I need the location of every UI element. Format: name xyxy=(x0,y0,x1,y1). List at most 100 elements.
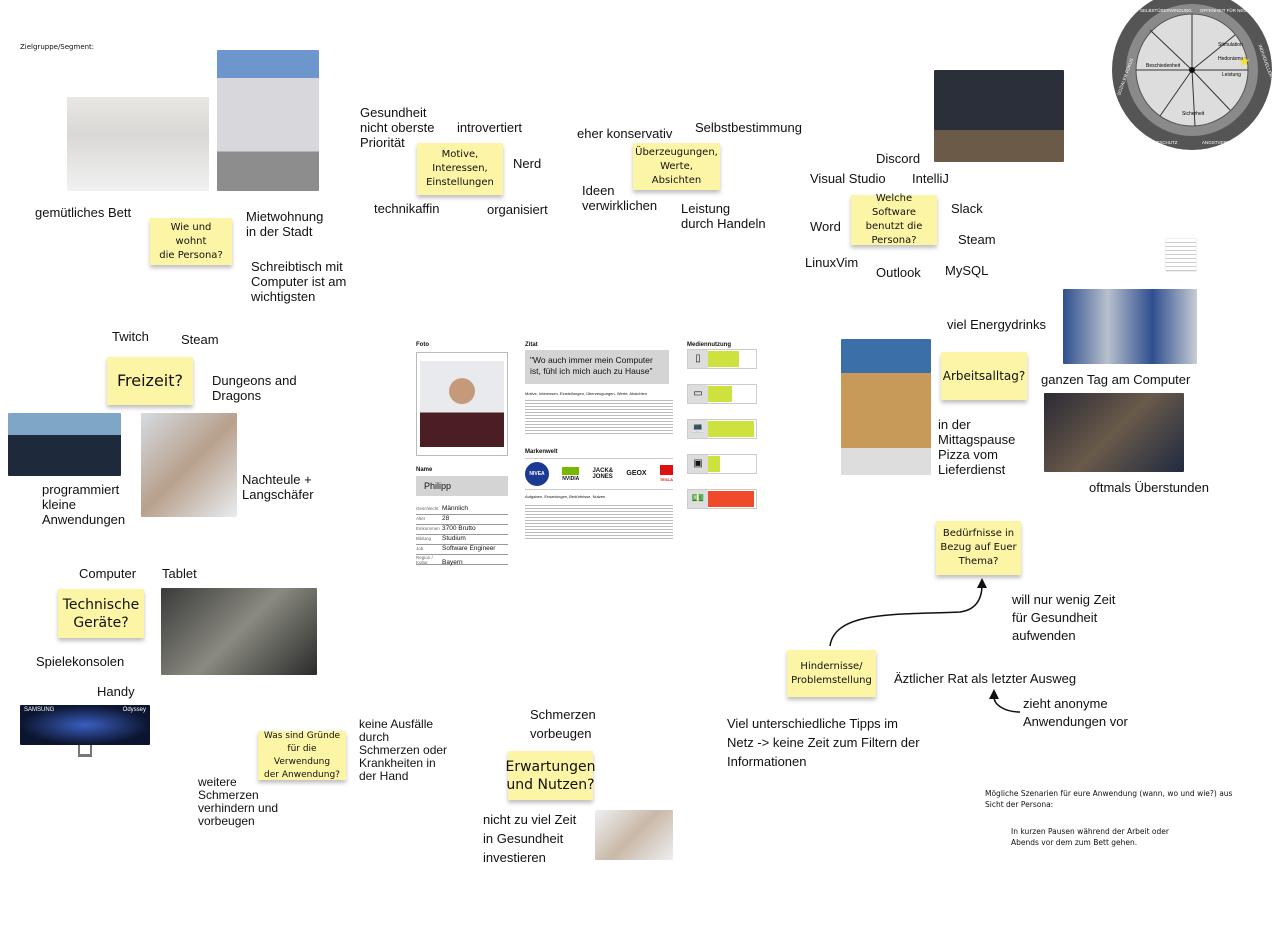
tesla-logo: TESLA xyxy=(659,465,673,483)
note: zieht anonyme Anwendungen vor xyxy=(1023,696,1128,729)
note: Mietwohnung in der Stadt xyxy=(246,209,324,239)
name-label: Name xyxy=(416,467,433,473)
media-usage-fill xyxy=(708,491,754,507)
tv-icon: ▣ xyxy=(688,455,708,473)
note: Outlook xyxy=(876,265,921,280)
note: weitere Schmerzen verhindern und vorbeug… xyxy=(198,775,279,828)
connector-arrow xyxy=(829,584,983,647)
arrowhead-icon xyxy=(989,689,999,699)
media-usage-bar: ▣ xyxy=(687,454,757,474)
sticky-leisure[interactable]: Freizeit? xyxy=(107,357,193,405)
sticky-work[interactable]: Arbeitsalltag? xyxy=(941,352,1027,400)
sticky-living[interactable]: Wie und wohnt die Persona? xyxy=(150,218,232,265)
wheel-label: SELBSTSCHUTZ xyxy=(1142,140,1178,145)
sticky-beliefs[interactable]: Überzeugungen, Werte, Absichten xyxy=(633,143,720,190)
bed-image xyxy=(67,97,209,191)
wheel-label: Sicherheit xyxy=(1182,111,1205,117)
sticky-reasons[interactable]: Was sind Gründe für die Verwendung der A… xyxy=(258,731,346,780)
tablet-icon: ▭ xyxy=(688,385,708,403)
geox-logo: GEOX xyxy=(626,470,647,477)
sticky-needs[interactable]: Bedürfnisse in Bezug auf Euer Thema? xyxy=(936,521,1021,575)
note: Steam xyxy=(958,232,996,247)
note: programmiert kleine Anwendungen xyxy=(42,482,126,527)
zitat-label: Zitat xyxy=(525,342,538,348)
note: Handy xyxy=(97,684,135,699)
sticky-software[interactable]: Welche Software benutzt die Persona? xyxy=(851,193,937,246)
media-usage-bar: 💵 xyxy=(687,489,757,509)
sticky-obstacles[interactable]: Hindernisse/ Problemstellung xyxy=(787,650,876,697)
brands-label: Markenwelt xyxy=(525,449,558,455)
apartment-image xyxy=(217,50,319,191)
sticky-expectations[interactable]: Erwartungen und Nutzen? xyxy=(506,751,596,800)
note: Dungeons and Dragons xyxy=(212,373,297,403)
wheel-label: Leistung xyxy=(1222,72,1241,78)
persona-quote: "Wo auch immer mein Computer ist, fühl i… xyxy=(525,350,669,384)
note: keine Ausfälle durch Schmerzen oder Kran… xyxy=(359,717,448,783)
detail-value: Männlich xyxy=(442,505,469,512)
scenarios-title: Mögliche Szenarien für eure Anwendung (w… xyxy=(985,789,1233,809)
wheel-label: OFFENHEIT FÜR NEUES xyxy=(1200,7,1253,13)
note: Nerd xyxy=(513,156,542,171)
smartphone-icon: ▯ xyxy=(688,350,708,368)
note: oftmals Überstunden xyxy=(1089,480,1209,495)
media-usage-fill xyxy=(708,421,754,437)
document-thumbnail xyxy=(1165,238,1197,272)
wheel-label: SELBSTÜBERWINDUNG xyxy=(1140,7,1192,13)
note: MySQL xyxy=(945,263,989,278)
segment-label: Zielgruppe/Segment: xyxy=(20,43,95,51)
star-icon: ★ xyxy=(1238,53,1251,69)
keyboard-image xyxy=(8,413,121,476)
note: Selbstbestimmung xyxy=(695,120,802,135)
detail-value: Studium xyxy=(442,535,466,542)
note: organisiert xyxy=(487,202,548,217)
values-wheel-image: Beschiedenheit Hedonismus Leistung Stimu… xyxy=(1112,0,1276,150)
note: Leistung durch Handeln xyxy=(681,201,766,231)
motives-paragraph xyxy=(525,398,673,436)
sticky-motives[interactable]: Motive, Interessen, Einstellungen xyxy=(417,143,503,195)
scenarios-text: In kurzen Pausen während der Arbeit oder… xyxy=(1011,827,1169,847)
note: ganzen Tag am Computer xyxy=(1041,372,1191,387)
wheel-label: ANGSTVERMEIDUNG xyxy=(1202,140,1249,145)
wheel-label: Hedonismus xyxy=(1218,56,1246,62)
tablet-in-bed-image xyxy=(161,588,317,675)
note: Slack xyxy=(951,201,983,216)
brand-logos: NIVEA NVIDIA JACK& JONES GEOX TESLA xyxy=(525,458,673,490)
desk-setup-image xyxy=(934,70,1064,162)
note: in der Mittagspause Pizza vom Lieferdien… xyxy=(938,417,1016,477)
tasks-label: Aufgaben, Erwartungen, Bedürfnisse, Nutz… xyxy=(525,494,606,499)
note: Viel unterschiedliche Tipps im Netz -> k… xyxy=(727,716,920,769)
hand-image xyxy=(595,810,673,860)
laptop-icon: 💻 xyxy=(688,420,708,438)
note: viel Energydrinks xyxy=(947,317,1046,332)
detail-value: 28 xyxy=(442,515,450,522)
note: Steam xyxy=(181,332,219,347)
sticky-devices[interactable]: Technische Geräte? xyxy=(58,589,144,638)
wheel-label: Stimulation xyxy=(1218,42,1243,48)
energy-drinks-image xyxy=(1063,289,1197,364)
media-usage-bar: 💻 xyxy=(687,419,757,439)
detail-value: 3700 Brutto xyxy=(442,525,476,532)
media-usage-bar: ▭ xyxy=(687,384,757,404)
note: Gesundheit nicht oberste Priorität xyxy=(360,105,435,150)
monitor-model: Odyssey xyxy=(122,707,146,713)
note: Discord xyxy=(876,151,921,166)
note: Computer xyxy=(79,566,137,581)
media-usage-fill xyxy=(708,386,732,402)
detail-key: Region / Kultur xyxy=(416,555,433,565)
sleeping-image xyxy=(141,413,237,517)
note: Word xyxy=(810,219,841,234)
media-usage-fill xyxy=(708,456,720,472)
note: technikaffin xyxy=(374,201,440,216)
tasks-paragraph xyxy=(525,503,673,541)
monitor-stand xyxy=(78,745,92,757)
detail-value: Software Engineer xyxy=(442,545,496,552)
motives-label: Motive, Interessen, Einstellungen, Überz… xyxy=(525,391,647,396)
note: introvertiert xyxy=(457,120,523,135)
detail-key: Alter xyxy=(416,516,426,521)
note: Schreibtisch mit Computer ist am wichtig… xyxy=(251,259,347,304)
arrowhead-icon xyxy=(977,578,987,588)
note: LinuxVim xyxy=(805,255,859,270)
note: will nur wenig Zeit für Gesundheit aufwe… xyxy=(1012,592,1116,643)
